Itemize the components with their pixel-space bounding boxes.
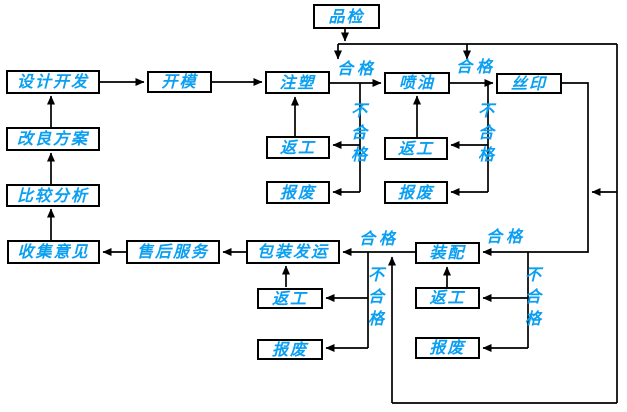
node-comparative-analysis: 比较分析 bbox=[6, 184, 100, 207]
label-fail-packing: 不合格 bbox=[367, 265, 384, 328]
node-scrap-assembly: 报废 bbox=[415, 337, 480, 359]
node-design-development: 设计开发 bbox=[6, 70, 100, 94]
node-mold-making: 开模 bbox=[147, 71, 212, 93]
label-fail-assembly: 不合格 bbox=[524, 265, 541, 328]
node-scrap-injection: 报废 bbox=[266, 181, 330, 204]
edge-silkprint-to-assembly bbox=[482, 82, 589, 256]
node-rework-spray: 返工 bbox=[384, 137, 448, 160]
node-packing-shipping: 包装发运 bbox=[246, 240, 340, 264]
label-pass-after-spray: 合格 bbox=[456, 57, 497, 76]
label-pass-after-assembly: 合格 bbox=[359, 229, 400, 248]
node-rework-packing: 返工 bbox=[257, 288, 323, 309]
node-rework-assembly: 返工 bbox=[415, 287, 480, 309]
node-scrap-spray: 报废 bbox=[384, 181, 448, 204]
label-fail-injection: 不合格 bbox=[350, 101, 367, 164]
node-assembly: 装配 bbox=[415, 242, 480, 264]
label-pass-after-silkprint: 合格 bbox=[486, 227, 527, 246]
node-improvement-plan: 改良方案 bbox=[6, 127, 100, 151]
label-pass-after-injection: 合格 bbox=[337, 59, 378, 78]
node-quality-check: 品检 bbox=[313, 4, 380, 29]
node-scrap-packing: 报废 bbox=[257, 339, 323, 360]
node-collect-feedback: 收集意见 bbox=[7, 240, 100, 264]
node-spray-painting: 喷油 bbox=[384, 72, 450, 94]
label-fail-spray: 不合格 bbox=[477, 101, 494, 164]
node-after-sales-service: 售后服务 bbox=[126, 240, 220, 264]
node-rework-injection: 返工 bbox=[266, 136, 330, 159]
node-injection-molding: 注塑 bbox=[265, 71, 330, 94]
node-silk-printing: 丝印 bbox=[496, 73, 562, 94]
